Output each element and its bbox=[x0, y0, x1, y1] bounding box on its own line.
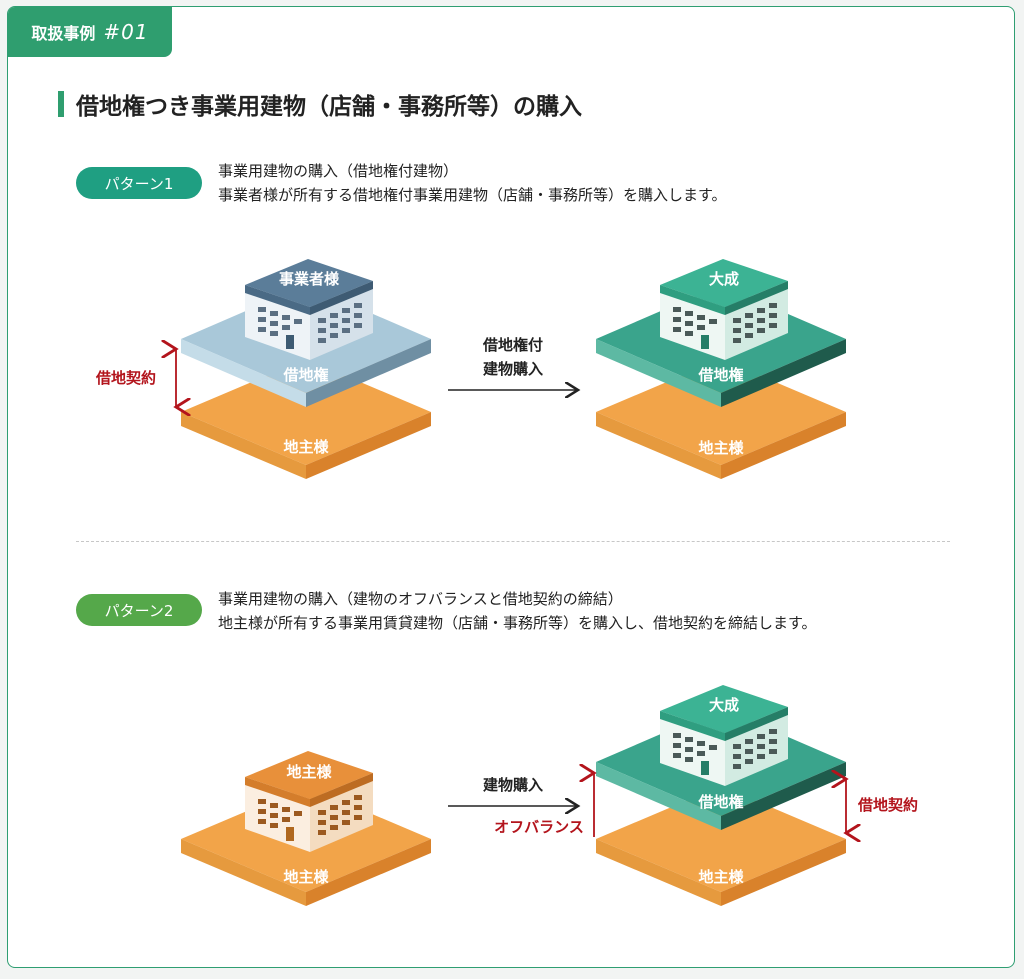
pattern-2-line2: 地主様が所有する事業用賃貸建物（店舗・事務所等）を購入し、借地契約を締結します。 bbox=[218, 614, 817, 632]
page-title: 借地権つき事業用建物（店舗・事務所等）の購入 bbox=[58, 89, 582, 120]
p2-right-building bbox=[660, 685, 788, 786]
p1-arrow-label-1: 借地権付 bbox=[482, 336, 543, 354]
p1-right-base-slab bbox=[596, 359, 846, 479]
p2-left-building-label: 地主様 bbox=[286, 763, 332, 781]
pattern-1-badge: パターン1 bbox=[76, 167, 202, 199]
p1-left-contract-label: 借地契約 bbox=[95, 369, 156, 387]
p2-right-contract-label: 借地契約 bbox=[857, 796, 918, 814]
p1-left-building-label: 事業者様 bbox=[279, 270, 340, 288]
p1-right-base-label: 地主様 bbox=[698, 439, 744, 457]
title-accent-bar bbox=[58, 91, 64, 117]
case-tag: 取扱事例 #01 bbox=[8, 7, 172, 57]
p1-left-layer-label: 借地権 bbox=[282, 366, 328, 384]
p2-left-base-label: 地主様 bbox=[283, 868, 329, 886]
p1-arrow-label-2: 建物購入 bbox=[483, 360, 543, 378]
p2-right-base-slab bbox=[596, 786, 846, 906]
p2-right-layer-label: 借地権 bbox=[697, 793, 743, 811]
p2-transfer-arrow: 建物購入 オフバランス bbox=[448, 776, 584, 836]
diagram-canvas: 地主様 借地権 bbox=[95, 259, 918, 906]
p2-right-base-label: 地主様 bbox=[698, 868, 744, 886]
pattern-1-line2: 事業者様が所有する借地権付事業用建物（店舗・事務所等）を購入します。 bbox=[218, 186, 727, 204]
page-title-text: 借地権つき事業用建物（店舗・事務所等）の購入 bbox=[76, 94, 582, 120]
pattern-2-description: 事業用建物の購入（建物のオフバランスと借地契約の締結） 地主様が所有する事業用賃… bbox=[218, 587, 817, 635]
p1-left-diagram: 地主様 借地権 bbox=[95, 259, 431, 479]
p1-right-building bbox=[660, 259, 788, 360]
p1-left-base-slab bbox=[181, 359, 431, 479]
p2-right-building-label: 大成 bbox=[709, 696, 739, 714]
p1-right-diagram: 地主様 借地権 bbox=[596, 259, 846, 479]
p1-left-building bbox=[245, 259, 373, 360]
case-tag-label: 取扱事例 bbox=[31, 24, 96, 43]
section-divider bbox=[76, 541, 950, 542]
p2-left-building bbox=[245, 751, 373, 852]
case-card: 取扱事例 #01 借地権つき事業用建物（店舗・事務所等）の購入 パターン1 事業… bbox=[7, 6, 1015, 968]
case-tag-number: #01 bbox=[103, 20, 149, 44]
pattern-2-line1: 事業用建物の購入（建物のオフバランスと借地契約の締結） bbox=[218, 590, 623, 608]
p2-arrow-label: 建物購入 bbox=[483, 776, 543, 794]
p1-left-base-label: 地主様 bbox=[283, 438, 329, 456]
p2-offbalance-label: オフバランス bbox=[494, 818, 584, 836]
p1-right-layer-label: 借地権 bbox=[697, 366, 743, 384]
p2-left-diagram: 地主様 地主様 bbox=[181, 751, 431, 906]
p1-right-building-label: 大成 bbox=[709, 270, 739, 288]
pattern-1-description: 事業用建物の購入（借地権付建物） 事業者様が所有する借地権付事業用建物（店舗・事… bbox=[218, 159, 727, 207]
pattern-2-badge: パターン2 bbox=[76, 594, 202, 626]
pattern-1-line1: 事業用建物の購入（借地権付建物） bbox=[218, 162, 459, 180]
p2-right-diagram: 地主様 借地権 bbox=[594, 685, 918, 906]
p1-transfer-arrow: 借地権付 建物購入 bbox=[448, 336, 578, 390]
